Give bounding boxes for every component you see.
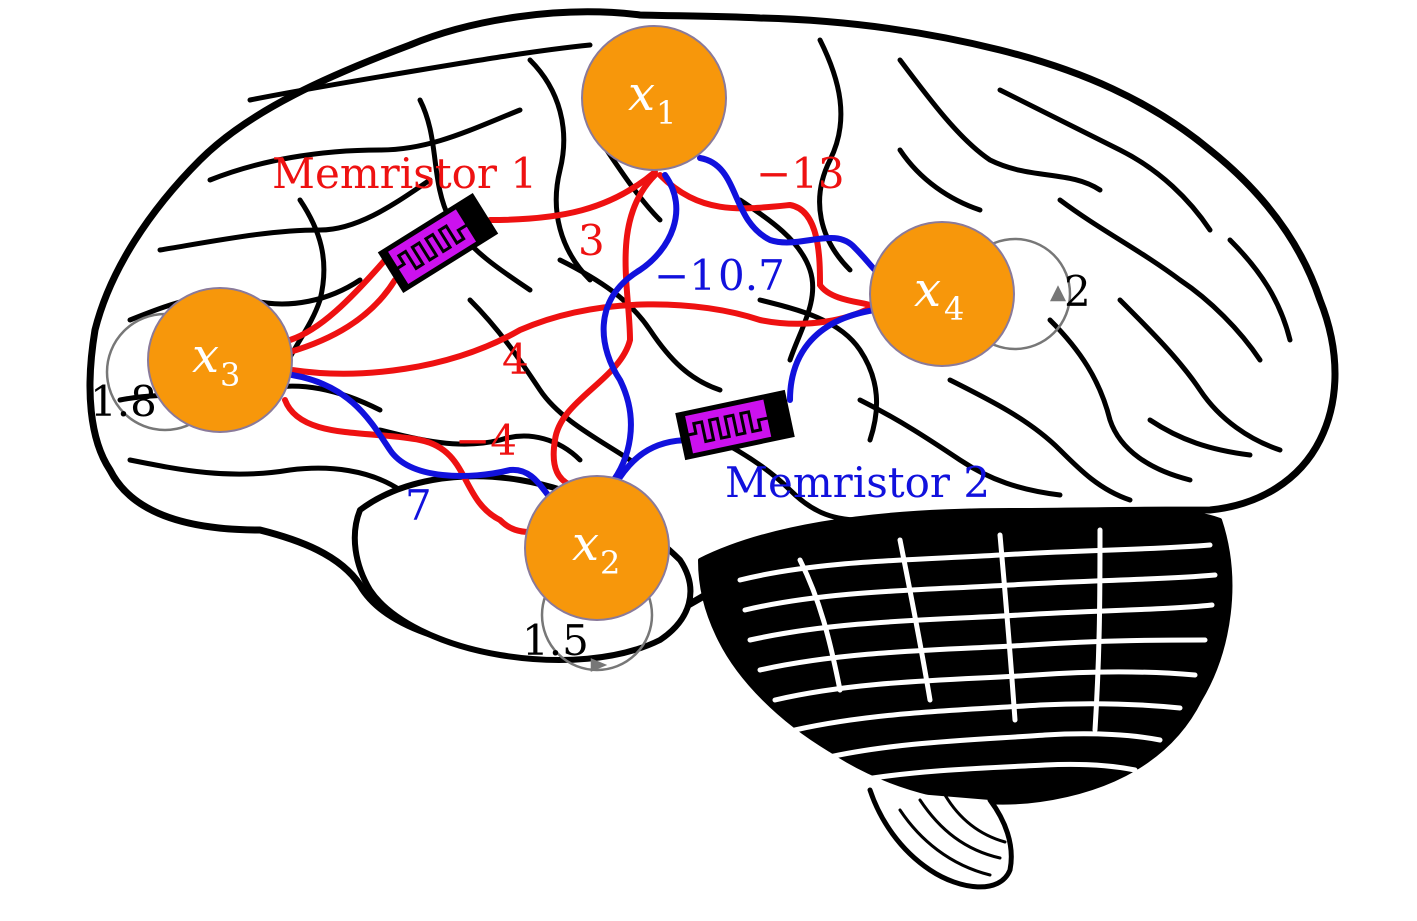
weight-x1-x4: −13 [756,149,845,198]
edge-x4-memristor2 [787,307,878,403]
node-x1-var: x [628,66,655,122]
arrow-head-icon [1049,285,1067,302]
node-x4: x 4 [869,221,1015,367]
edge-x3-memristor1-a [287,277,398,355]
node-x3-sub: 3 [220,356,240,394]
node-x1: x 1 [581,25,727,171]
memristor-2-label: Memristor 2 [725,458,990,507]
node-x2-sub: 2 [600,544,620,582]
brain-stem-lines [898,793,1007,877]
edge-x3-memristor1-b [287,257,388,343]
edges [282,155,878,535]
cerebellum [698,507,1233,805]
self-weight-x3: 1.8 [90,377,157,426]
brain-stem [867,787,1014,890]
memristor-1-label: Memristor 1 [272,149,537,198]
memristor-2 [675,389,795,461]
weight-x2-x1: −1 [654,251,716,300]
edge-x1-x4-red [657,172,873,308]
node-x4-var: x [914,262,941,318]
node-x4-sub: 4 [944,290,964,328]
edge-x1-x2-blue [600,172,680,488]
edge-x1-x4-blue [697,155,878,273]
self-weight-x4: 2 [1064,267,1091,316]
node-x3-var: x [192,328,219,384]
self-weight-x2: 1.5 [522,616,589,665]
weight-x3-x4: 4 [502,335,529,384]
memristor-zigzag-icon [687,410,769,444]
node-x1-sub: 1 [656,94,676,132]
labels: Memristor 1 Memristor 2 −13 3 −1 0.7 4 −… [90,149,1091,665]
weight-x4-x2: 0.7 [718,251,785,300]
weight-x1-x2: 3 [578,216,605,265]
node-x3: x 3 [147,287,293,433]
memristor-zigzag-icon [396,223,468,271]
edge-x3-x2-blue [289,372,551,498]
weight-x2-x3: 7 [405,481,432,530]
weight-x3-x2: −4 [455,416,517,465]
memristor-1 [377,192,499,294]
arrow-head-icon [590,658,608,672]
node-x2-var: x [572,516,599,572]
edge-memristor2-x2 [612,437,693,488]
node-x2: x 2 [524,475,670,621]
edge-x3-x2-red [282,397,533,535]
edge-memristor1-x1 [487,169,658,223]
